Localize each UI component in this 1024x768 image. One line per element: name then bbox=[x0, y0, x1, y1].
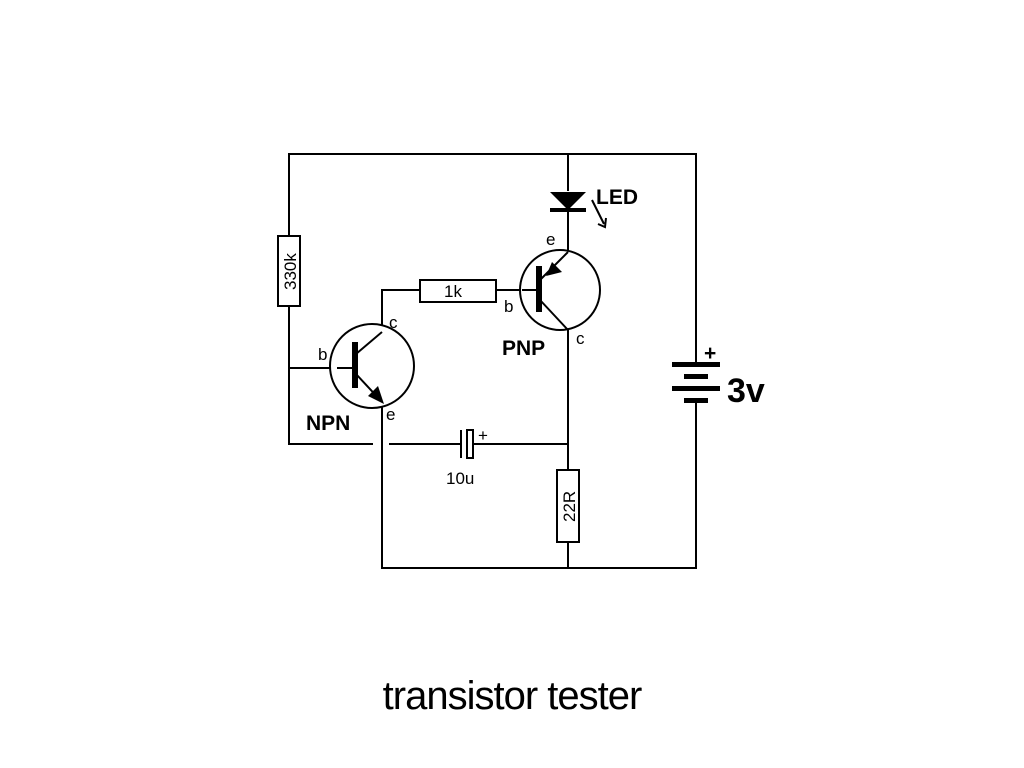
pin-pnp-emitter: e bbox=[546, 230, 555, 249]
resistor-1k bbox=[419, 279, 497, 303]
diagram-caption: transistor tester bbox=[382, 674, 643, 718]
battery-3v bbox=[672, 344, 720, 403]
capacitor-plus-sign: + bbox=[478, 426, 488, 445]
pin-npn-collector: c bbox=[389, 313, 398, 332]
capacitor-10u bbox=[460, 429, 474, 459]
wire-npn-collector bbox=[381, 289, 421, 333]
wire-left-lower bbox=[288, 305, 373, 445]
resistor-22r bbox=[556, 469, 580, 543]
pin-npn-base: b bbox=[318, 345, 327, 364]
label-1k: 1k bbox=[444, 282, 462, 301]
led-diode bbox=[550, 192, 607, 229]
battery-plus-sign: + bbox=[704, 342, 716, 365]
label-330k: 330k bbox=[281, 253, 300, 290]
label-22r: 22R bbox=[560, 491, 579, 522]
label-battery-voltage: 3v bbox=[727, 372, 765, 410]
label-npn: NPN bbox=[306, 412, 350, 435]
label-10u: 10u bbox=[446, 469, 474, 488]
label-pnp: PNP bbox=[502, 337, 545, 360]
pnp-transistor bbox=[519, 249, 601, 331]
pin-pnp-collector: c bbox=[576, 329, 585, 348]
npn-emitter-arrow bbox=[368, 386, 384, 404]
resistor-330k bbox=[277, 235, 301, 307]
pnp-emitter-arrow bbox=[546, 262, 562, 276]
npn-transistor bbox=[329, 323, 415, 409]
label-led: LED bbox=[596, 186, 638, 209]
pin-pnp-base: b bbox=[504, 297, 513, 316]
pin-npn-emitter: e bbox=[386, 405, 395, 424]
